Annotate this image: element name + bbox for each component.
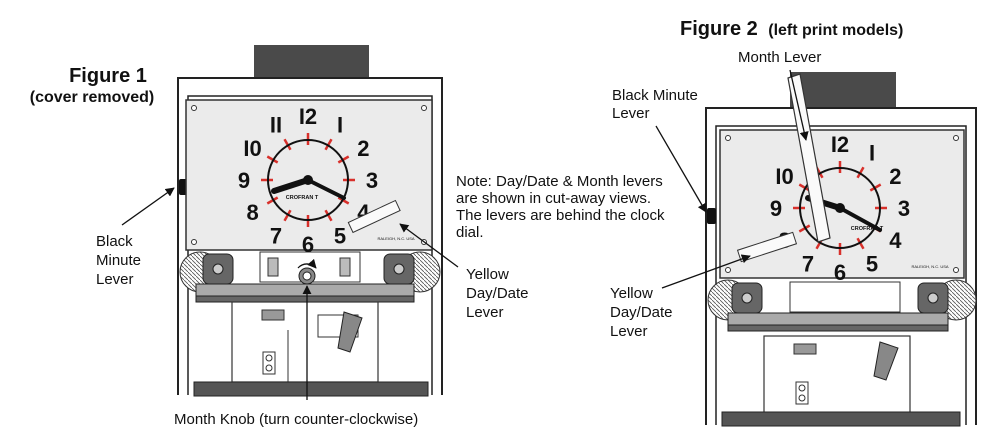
hour-number: 3 bbox=[366, 168, 378, 193]
hour-number: 8 bbox=[246, 200, 258, 225]
hour-tick bbox=[856, 166, 865, 179]
figure-1-subtitle: (cover removed) bbox=[30, 89, 155, 106]
hour-hand bbox=[271, 177, 311, 194]
note-line: Note: Day/Date & Month levers bbox=[456, 173, 663, 190]
lower-mechanism bbox=[231, 301, 379, 383]
maker-text: RALEIGH, N.C. USA bbox=[377, 236, 414, 241]
hour-number: 3 bbox=[898, 196, 910, 221]
hour-number: 2 bbox=[357, 136, 369, 161]
platen-rail bbox=[195, 283, 415, 297]
hour-tick bbox=[324, 209, 333, 222]
hour-number: I bbox=[869, 141, 875, 166]
hour-number: I2 bbox=[299, 104, 317, 129]
callout-yellow-daydate-lever: Yellow Day/Date Lever bbox=[399, 223, 529, 321]
maker-text: RALEIGH, N.C. USA bbox=[911, 264, 948, 269]
yellow-daydate-lever bbox=[347, 199, 401, 234]
label-line: Lever bbox=[96, 271, 134, 288]
hour-number: 6 bbox=[834, 260, 846, 285]
hand-hub bbox=[835, 203, 845, 213]
hour-tick bbox=[856, 237, 865, 250]
note-line: The levers are behind the clock bbox=[456, 207, 665, 224]
hour-number: 5 bbox=[334, 223, 346, 248]
label-line: Yellow bbox=[466, 266, 509, 283]
base bbox=[193, 381, 429, 397]
platen-rail bbox=[727, 312, 949, 326]
note-line: dial. bbox=[456, 224, 484, 241]
label-month-lever: Month Lever bbox=[738, 49, 821, 66]
note-text: Note: Day/Date & Month levers are shown … bbox=[456, 173, 665, 241]
label-line: Minute bbox=[96, 252, 141, 269]
hour-number: I2 bbox=[831, 132, 849, 157]
brand-text: CROFRAN T bbox=[851, 226, 884, 232]
hour-number: I0 bbox=[775, 164, 793, 189]
label-line: Lever bbox=[466, 304, 504, 321]
label-line: Black bbox=[96, 233, 133, 250]
hour-number: 4 bbox=[889, 228, 902, 253]
print-head bbox=[254, 45, 369, 80]
brand-text: CROFRAN T bbox=[286, 195, 319, 201]
hour-tick bbox=[324, 138, 333, 151]
hour-number: 7 bbox=[802, 251, 814, 276]
black-minute-lever bbox=[707, 208, 716, 224]
yellow-daydate-lever bbox=[736, 231, 798, 263]
figure-1-title: Figure 1 bbox=[69, 65, 147, 87]
hour-number: 9 bbox=[770, 196, 782, 221]
callout-yellow-daydate-lever: Yellow Day/Date Lever bbox=[610, 254, 751, 340]
note-line: are shown in cut-away views. bbox=[456, 190, 651, 207]
figure-2-title: Figure 2 (left print models) bbox=[680, 18, 903, 40]
hour-number: 2 bbox=[889, 164, 901, 189]
label-month-knob: Month Knob (turn counter-clockwise) bbox=[174, 411, 418, 428]
hour-tick bbox=[798, 224, 811, 233]
hand-hub bbox=[303, 175, 313, 185]
callout-black-minute-lever: Black Minute Lever bbox=[612, 87, 707, 213]
callout-month-knob: Month Knob (turn counter-clockwise) bbox=[174, 285, 418, 428]
label-line: Black Minute bbox=[612, 87, 698, 104]
month-knob bbox=[297, 258, 317, 285]
hour-tick bbox=[283, 209, 292, 222]
hour-number: 5 bbox=[866, 251, 878, 276]
month-lever bbox=[787, 73, 831, 243]
print-head bbox=[790, 72, 896, 110]
minute-hand bbox=[838, 206, 882, 232]
callout-month-lever: Month Lever bbox=[738, 49, 821, 141]
hour-tick bbox=[283, 138, 292, 151]
figure-1: Figure 1 (cover removed) bbox=[30, 45, 529, 428]
hour-number: 6 bbox=[302, 232, 314, 257]
label-line: Lever bbox=[610, 323, 648, 340]
figure-2: Figure 2 (left print models) bbox=[610, 18, 977, 427]
label-line: Yellow bbox=[610, 285, 653, 302]
label-line: Day/Date bbox=[466, 285, 529, 302]
figure-2-title-main: Figure 2 bbox=[680, 18, 758, 40]
callout-black-minute-lever: Black Minute Lever bbox=[96, 187, 175, 288]
label-line: Day/Date bbox=[610, 304, 673, 321]
hour-number: II bbox=[270, 113, 282, 138]
hour-number: 9 bbox=[238, 168, 250, 193]
hour-tick bbox=[869, 183, 882, 192]
label-line: Lever bbox=[612, 105, 650, 122]
hour-number: 7 bbox=[270, 223, 282, 248]
figure-2-subtitle: (left print models) bbox=[768, 22, 903, 39]
hour-number: I bbox=[337, 113, 343, 138]
hour-number: I0 bbox=[243, 136, 261, 161]
minute-hand bbox=[306, 178, 346, 200]
